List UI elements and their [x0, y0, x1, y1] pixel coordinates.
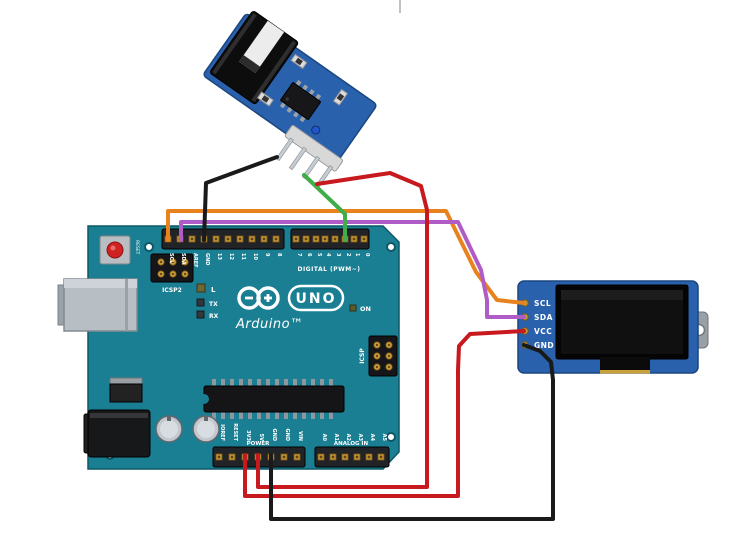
led-tx-icon — [196, 298, 205, 307]
pin-label: A0 — [321, 434, 327, 442]
oled-pin-vcc: VCC — [534, 327, 552, 336]
power-jack — [83, 409, 151, 458]
icsp-pads — [373, 341, 393, 371]
pin-label: 0 — [364, 253, 370, 257]
analog-header — [314, 446, 390, 468]
pin-label: RESET — [232, 423, 238, 441]
comparator-ic-icon — [279, 79, 322, 123]
atmega-chip — [199, 379, 345, 419]
pin-label: 10 — [252, 253, 258, 260]
status-leds: L TX RX — [196, 283, 219, 320]
chip-pins — [212, 379, 333, 419]
smd-components — [256, 53, 349, 135]
oled-pin-labels: SCL SDA VCC GND — [534, 299, 554, 350]
on-led-icon — [349, 304, 357, 312]
pin-label: 5V — [258, 434, 264, 441]
pin-label: 9 — [264, 253, 270, 257]
capacitor — [155, 415, 183, 443]
usb-connector — [57, 278, 138, 332]
wire-red-oled-vcc — [243, 329, 526, 498]
pin-label: 4 — [325, 253, 331, 257]
analog-pin-labels: A0 A1 A2 A3 A4 A5 — [321, 434, 387, 442]
oled-flex-connector — [600, 357, 650, 374]
pin-label: 11 — [240, 253, 246, 260]
pin-label: 1 — [354, 253, 360, 257]
uno-badge: UNO — [287, 284, 345, 312]
oled-pin-gnd: GND — [534, 341, 554, 350]
digital-pin-labels-left: SCL SDA AREF GND 13 12 11 10 9 8 — [168, 253, 282, 268]
pin-label: SCL — [168, 253, 174, 264]
pin-label: IOREF — [219, 424, 225, 441]
voltage-regulator — [109, 377, 143, 403]
pin-label: A5 — [381, 434, 387, 442]
wire-orange-scl — [166, 209, 526, 305]
pin-label: 5 — [316, 253, 322, 257]
uno-label: UNO — [296, 291, 337, 307]
pin-label: A2 — [345, 434, 351, 442]
led-l-icon — [196, 283, 206, 293]
digital-header-right — [290, 228, 370, 250]
capacitor — [192, 415, 220, 443]
on-label: ON — [360, 305, 371, 313]
brand-label: Arduino™ — [235, 317, 304, 332]
reset-button — [99, 235, 131, 265]
oled-module: SCL SDA VCC GND — [517, 280, 709, 374]
slot-optocoupler-icon — [210, 11, 299, 105]
oled-screen — [555, 284, 689, 360]
pin-label: SDA — [180, 253, 186, 265]
oled-pin-sda: SDA — [534, 313, 553, 322]
wire-black-sensor-gnd — [202, 155, 279, 242]
reset-label: RESET — [134, 240, 140, 255]
pin-label: 6 — [306, 253, 312, 257]
power-caption: POWER — [247, 441, 271, 447]
digital-caption: DIGITAL (PWM~) — [297, 266, 360, 273]
icsp-label: ICSP — [359, 348, 366, 364]
wires — [166, 155, 555, 521]
pin-label: 3V3 — [245, 430, 251, 441]
icsp-header — [368, 335, 398, 377]
pin-label: GND — [284, 429, 290, 441]
analog-header-pins — [317, 453, 385, 461]
pin-label: A3 — [357, 434, 363, 442]
analog-caption: ANALOG IN — [334, 441, 369, 447]
led-tx-label: TX — [209, 301, 218, 308]
icsp2-label: ICSP2 — [162, 287, 182, 294]
icsp2-pads — [157, 258, 189, 278]
wire-red-sensor-5v — [256, 171, 429, 489]
oled-pin-scl: SCL — [534, 299, 551, 308]
pin-label: 12 — [228, 253, 234, 260]
pin-label: GND — [271, 429, 277, 441]
led-l-label: L — [211, 286, 216, 294]
digital-header-left — [161, 228, 285, 250]
pin-label: GND — [204, 253, 210, 265]
arduino-logo-icon — [237, 286, 280, 310]
wire-green-signal — [302, 173, 347, 242]
wire-purple-sda — [179, 220, 526, 319]
pin-label: AREF — [192, 253, 198, 268]
sensor-pin-header — [275, 125, 344, 189]
pin-label: VIN — [297, 431, 303, 441]
pin-label: 8 — [276, 253, 282, 257]
speed-sensor-module — [203, 11, 377, 189]
wire-black-oled-gnd — [269, 343, 555, 521]
led-rx-icon — [196, 310, 205, 319]
pin-label: A4 — [369, 434, 375, 442]
pin-label: 3 — [335, 253, 341, 257]
pin-label: 2 — [345, 253, 351, 257]
led-rx-label: RX — [209, 313, 219, 320]
pin-label: 13 — [216, 253, 222, 260]
pin-label: 7 — [296, 253, 302, 257]
power-pin-labels: IOREF RESET 3V3 5V GND GND VIN — [219, 423, 303, 441]
pin-label: A1 — [333, 434, 339, 442]
